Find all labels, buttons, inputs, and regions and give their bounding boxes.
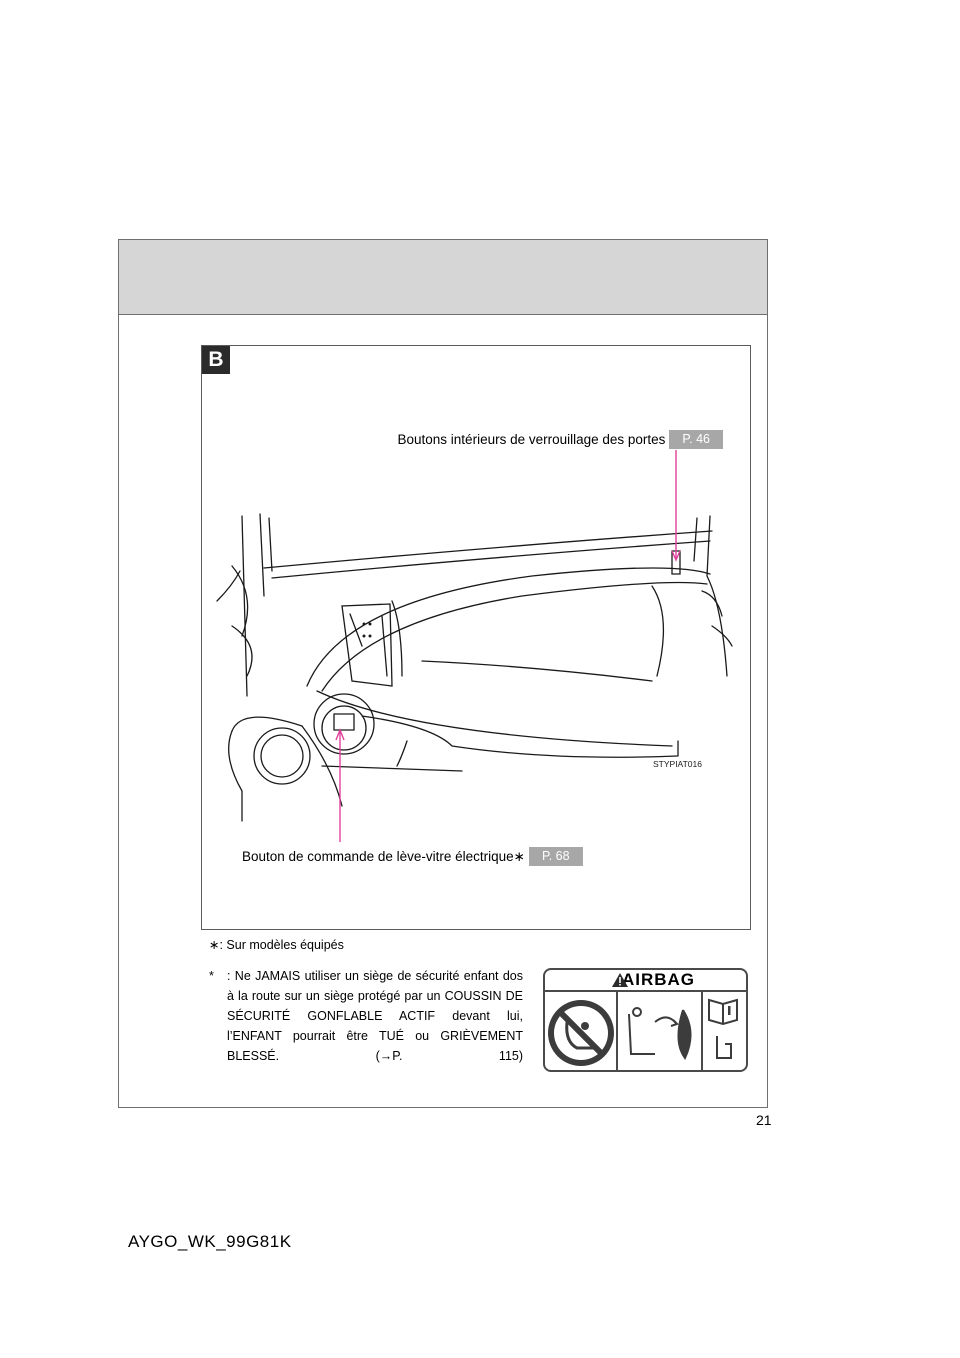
footnote-equipped: ∗: Sur modèles équipés	[209, 937, 344, 952]
window-switch-callout: Bouton de commande de lève-vitre électri…	[242, 847, 583, 866]
airbag-deploy-icon	[628, 1007, 692, 1060]
section-badge: B	[202, 346, 230, 374]
window-switch-page-ref[interactable]: P. 68	[528, 847, 583, 866]
airbag-pictograms	[548, 992, 738, 1070]
footnote-marker: ∗	[209, 938, 220, 952]
warning-body: : Ne JAMAIS utiliser un siège de sécurit…	[227, 969, 523, 1063]
door-lock-knob	[671, 550, 681, 575]
asterisk-marker: ∗	[513, 848, 525, 864]
manual-info-icon	[708, 998, 738, 1059]
footnote-text: : Sur modèles équipés	[219, 938, 344, 952]
illustration-code: STYPIAT016	[653, 759, 702, 769]
warning-marker: *	[209, 969, 214, 983]
window-switch-knob	[321, 705, 367, 751]
b-pillar-line	[706, 515, 728, 677]
armrest-top	[306, 567, 711, 687]
door-lock-page-ref[interactable]: P. 46	[669, 430, 723, 449]
airbag-warning-text: * : Ne JAMAIS utiliser un siège de sécur…	[209, 966, 523, 1086]
window-switch-label: Bouton de commande de lève-vitre électri…	[242, 849, 514, 864]
switch-dots	[362, 622, 372, 638]
warning-page-ref[interactable]: P. 115)	[392, 1049, 524, 1063]
page-number: 21	[756, 1112, 772, 1128]
no-rear-facing-seat-icon	[548, 1000, 614, 1066]
warning-triangle-icon	[612, 973, 628, 987]
airbag-word: AIRBAG	[621, 970, 696, 989]
figure-box: STYPIAT016 B Boutons intérieurs de verro…	[201, 345, 751, 930]
door-lock-callout: Boutons intérieurs de verrouillage des p…	[398, 430, 723, 449]
page-frame: STYPIAT016 B Boutons intérieurs de verro…	[118, 239, 768, 1108]
window-switch-bezel	[313, 693, 375, 755]
arrow-glyph: →	[379, 1049, 393, 1063]
document-code: AYGO_WK_99G81K	[128, 1232, 292, 1251]
handle-cavity	[341, 603, 393, 687]
door-panel-illustration: STYPIAT016	[216, 450, 733, 842]
airbag-warning-label: AIRBAG	[543, 968, 748, 1072]
a-pillar-line	[241, 515, 248, 697]
window-sill-line	[263, 530, 713, 569]
door-lock-label: Boutons intérieurs de verrouillage des p…	[397, 432, 666, 447]
page-header-band	[119, 240, 767, 315]
